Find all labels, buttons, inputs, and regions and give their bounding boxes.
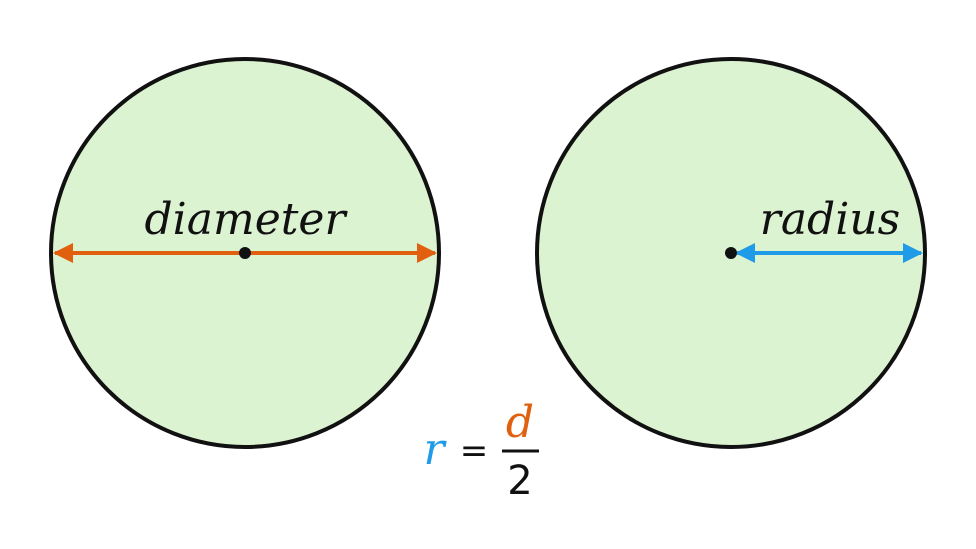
formula-equals: = — [460, 431, 489, 471]
formula-r: r — [423, 424, 447, 475]
formula-denominator-2: 2 — [507, 458, 532, 504]
left-center-point — [239, 247, 251, 259]
radius-label: radius — [760, 194, 900, 245]
diameter-label: diameter — [145, 194, 349, 245]
radius-figure: radius — [535, 57, 927, 449]
right-center-point — [725, 247, 737, 259]
diameter-figure: diameter — [49, 57, 441, 449]
radius-formula: r = d 2 — [423, 397, 539, 504]
formula-numerator-d: d — [506, 397, 534, 448]
